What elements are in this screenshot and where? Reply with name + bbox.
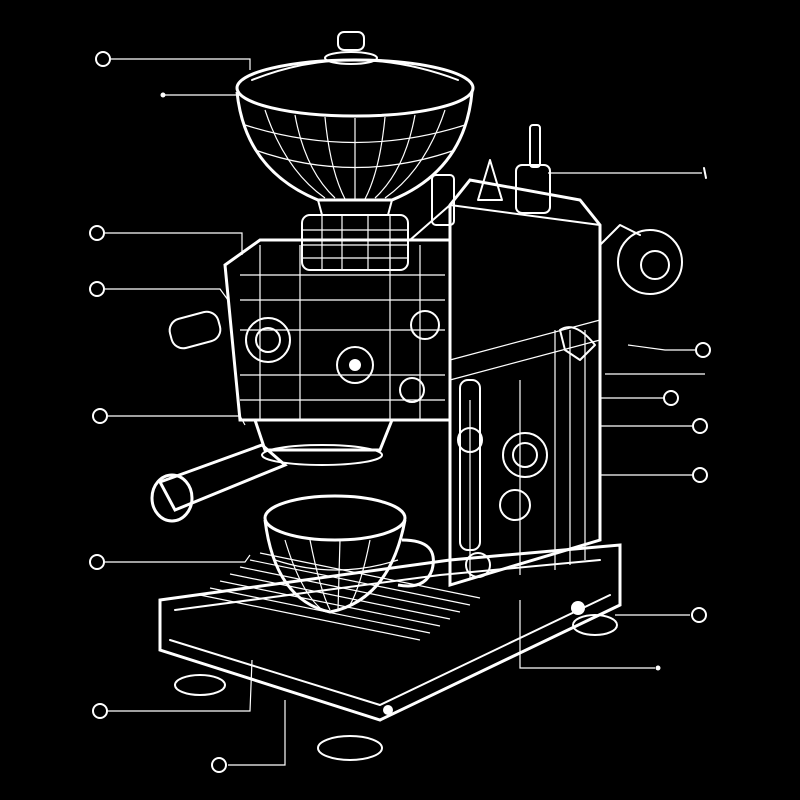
leader-line-drip-tray: [108, 659, 253, 712]
machine-top-edge: [409, 204, 601, 241]
callout-marker-10: [695, 342, 711, 358]
cup-rim: [263, 494, 407, 542]
leader-line-hopper-lid: [110, 58, 251, 70]
side-wheel: [617, 229, 683, 295]
valve-stem: [529, 124, 541, 168]
callout-marker-7: [92, 703, 108, 719]
machine-body-outline: [448, 178, 602, 588]
base-outline: [158, 543, 622, 722]
grind-collar-body: [301, 214, 409, 271]
pressure-gauge-face: [512, 442, 538, 468]
grinder-dial-center: [255, 327, 281, 353]
side-lever: [559, 326, 596, 361]
grinder-knob-center: [349, 359, 361, 371]
steam-wand: [459, 379, 481, 551]
hopper-bowl: [235, 91, 474, 202]
callout-marker-14: [691, 607, 707, 623]
leader-line-grinder-body: [105, 288, 229, 301]
base-front-edge: [169, 594, 611, 706]
group-head-body: [253, 419, 394, 452]
body-bolt-upper: [410, 310, 440, 340]
group-head-ring: [261, 444, 383, 466]
callout-dot-15: [655, 665, 661, 671]
wand-tip: [465, 552, 491, 578]
body-bolt: [399, 377, 425, 403]
pressure-gauge: [502, 432, 548, 478]
side-wheel-hub: [640, 250, 670, 280]
steam-valve-mid: [477, 159, 503, 201]
group-head: [150, 419, 394, 523]
portafilter-handle-end: [150, 473, 194, 523]
drip-tray-grate: [199, 552, 481, 641]
wand-joint-upper: [457, 427, 483, 453]
foot-right: [572, 614, 618, 636]
base-indicator: [383, 705, 393, 715]
grind-collar: [301, 214, 409, 271]
side-wheel-mount: [599, 224, 641, 246]
callout-dot-2: [160, 92, 166, 98]
base-drip-tray: [158, 543, 622, 761]
grinder-knob: [336, 346, 374, 384]
hopper-lid-knob: [337, 31, 365, 51]
valve-knob: [515, 164, 551, 214]
hopper-lid-cap: [324, 51, 378, 65]
grinder-dial: [245, 317, 291, 363]
leader-line-cup: [105, 554, 251, 563]
leader-line-base: [519, 600, 655, 669]
callout-marker-13: [692, 467, 708, 483]
callout-marker-8: [211, 757, 227, 773]
callout-marker-11: [663, 390, 679, 406]
callout-markers: [89, 51, 711, 773]
grinder-housing: [168, 238, 452, 422]
leader-line-portafilter: [108, 415, 246, 426]
leader-line-grind-collar: [105, 232, 243, 255]
foot-left: [174, 674, 226, 696]
foot-front: [317, 735, 383, 761]
portafilter-handle: [157, 443, 288, 512]
callout-marker-9: [703, 167, 707, 179]
hopper-neck: [317, 199, 393, 216]
callout-marker-6: [89, 554, 105, 570]
steam-valve-left: [431, 174, 455, 226]
hopper-ribs: [244, 109, 466, 200]
bean-hopper: [235, 31, 475, 216]
cup-handle: [397, 538, 435, 588]
callout-marker-5: [92, 408, 108, 424]
control-knob: [499, 489, 531, 521]
grinder-side-knob: [168, 310, 222, 350]
callout-lines: [105, 58, 705, 766]
hopper-rim: [235, 58, 475, 118]
base-button: [571, 601, 585, 615]
callout-marker-12: [692, 418, 708, 434]
callout-marker-4: [89, 281, 105, 297]
leader-line-feet: [228, 700, 286, 766]
callout-marker-1: [95, 51, 111, 67]
leader-line-lever: [627, 344, 695, 351]
machine-body: [399, 124, 683, 588]
callout-marker-3: [89, 225, 105, 241]
